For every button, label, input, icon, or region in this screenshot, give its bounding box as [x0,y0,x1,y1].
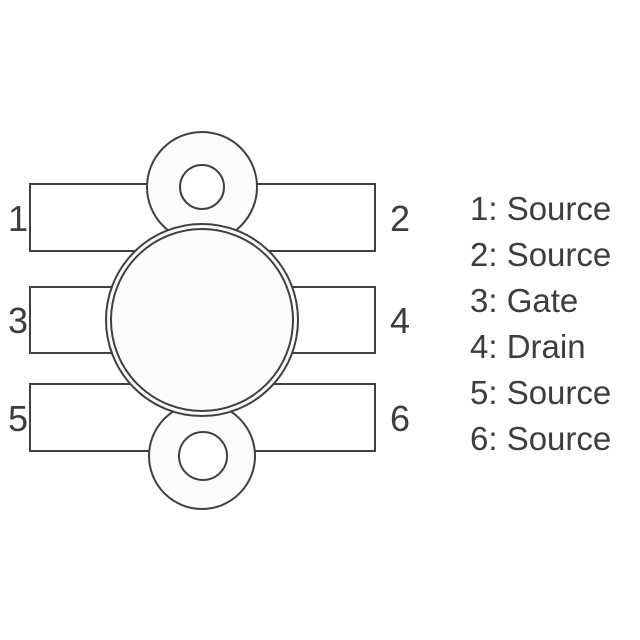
legend-item-2: 2: Source [470,236,612,273]
pin-3-number: 3 [8,300,28,341]
mounting-hole-top [179,164,225,210]
pin-4-number: 4 [390,300,410,341]
pin-6-number: 6 [390,398,410,439]
mounting-hole-bottom [178,431,228,481]
pin-5-number: 5 [8,398,28,439]
pin-1-number: 1 [8,198,28,239]
pin-legend: 1: Source 2: Source 3: Gate 4: Drain 5: … [470,186,611,462]
legend-item-6: 6: Source [470,420,612,457]
package-body-outline-inner [110,228,294,412]
legend-item-4: 4: Drain [470,328,586,365]
legend-item-3: 3: Gate [470,282,579,319]
pin-2-number: 2 [390,198,410,239]
package-body-outline-outer [105,223,299,417]
legend-item-5: 5: Source [470,374,612,411]
legend-item-1: 1: Source [470,190,612,227]
